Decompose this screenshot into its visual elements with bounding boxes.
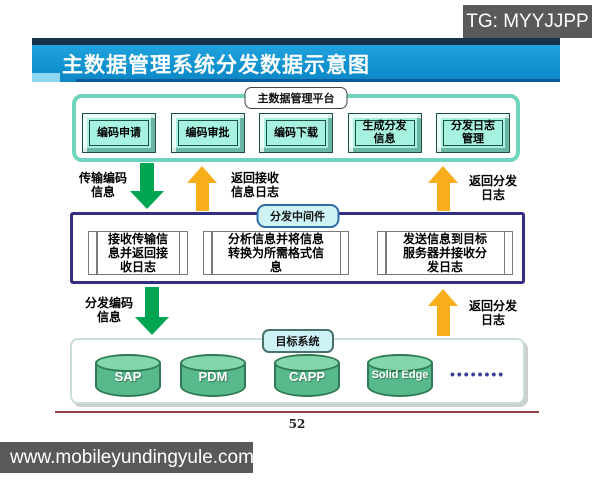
process-text: 分析信息并将信息转换为所需格式信息	[227, 231, 324, 275]
database-cylinder-sap: SAP	[95, 354, 161, 398]
tg-watermark-badge: TG: MYYJJPP	[463, 5, 592, 38]
platform-button-generate-dist-info: 生成分发信息	[347, 113, 422, 153]
button-label: 编码下载	[274, 126, 318, 139]
database-cylinder-pdm: PDM	[180, 354, 246, 398]
orange-arrow-up-icon	[187, 166, 217, 211]
distribute-code-label: 分发编码信息	[84, 296, 133, 325]
cylinder-label: CAPP	[288, 369, 326, 384]
cylinder-label: PDM	[198, 369, 228, 384]
button-label: 编码审批	[185, 126, 230, 139]
platform-button-code-download: 编码下载	[259, 113, 333, 153]
platform-button-row: 编码申请 编码审批 编码下载 生成分发信息 分发日志管理	[82, 113, 510, 153]
platform-panel: 主数据管理平台 编码申请 编码审批 编码下载 生成分发信息 分发日志管理	[72, 87, 520, 162]
title-corner-accent	[32, 73, 60, 82]
process-box-send: 发送信息到目标服务器并接收分发日志	[377, 231, 513, 275]
orange-arrow-up-icon	[428, 166, 458, 211]
platform-button-code-apply: 编码申请	[82, 113, 156, 153]
platform-button-code-approve: 编码审批	[170, 113, 245, 153]
process-text: 接收传输信息并返回接收日志	[107, 231, 168, 275]
button-label: 编码申请	[97, 126, 141, 139]
transmit-code-label: 传输编码信息	[78, 171, 127, 200]
orange-arrow-up-icon	[428, 289, 458, 336]
more-systems-ellipsis: ••••••••	[450, 366, 506, 382]
site-watermark-badge: www.mobileyundingyule.com	[0, 442, 254, 473]
page-title: 主数据管理系统分发数据示意图	[62, 54, 370, 77]
process-box-receive: 接收传输信息并返回接收日志	[88, 231, 188, 275]
target-systems-panel: 目标系统 SAP PDM CAPP Solid Edge ••••••••	[70, 329, 525, 404]
button-label: 生成分发信息	[362, 120, 407, 145]
tg-watermark-text: TG: MYYJJPP	[466, 10, 589, 32]
platform-button-dist-log-manage: 分发日志管理	[436, 113, 510, 153]
middleware-label: 分发中间件	[256, 204, 339, 228]
middleware-panel: 分发中间件 接收传输信息并返回接收日志 分析信息并将信息转换为所需格式信息 发送…	[70, 204, 525, 284]
return-dist-log-label: 返回分发日志	[468, 174, 517, 203]
database-cylinder-solid-edge: Solid Edge	[367, 354, 433, 398]
target-label: 目标系统	[261, 329, 334, 353]
site-watermark-text: www.mobileyundingyule.com	[10, 446, 254, 468]
green-arrow-down-icon	[135, 287, 169, 335]
return-dist-log-label: 返回分发日志	[468, 299, 517, 328]
process-box-analyze: 分析信息并将信息转换为所需格式信息	[203, 231, 349, 275]
slide-title-bar: 主数据管理系统分发数据示意图	[32, 38, 560, 82]
title-underline	[76, 79, 560, 82]
page-number: 52	[288, 417, 306, 431]
platform-label: 主数据管理平台	[244, 87, 348, 109]
database-cylinder-capp: CAPP	[274, 354, 340, 398]
receive-log-label: 返回接收信息日志	[230, 171, 279, 200]
green-arrow-down-icon	[130, 163, 164, 209]
cylinder-label: Solid Edge	[371, 369, 429, 381]
button-label: 分发日志管理	[451, 120, 495, 145]
process-text: 发送信息到目标服务器并接收分发日志	[402, 231, 487, 275]
cylinder-label: SAP	[114, 369, 142, 384]
footer-divider-line	[55, 411, 539, 413]
